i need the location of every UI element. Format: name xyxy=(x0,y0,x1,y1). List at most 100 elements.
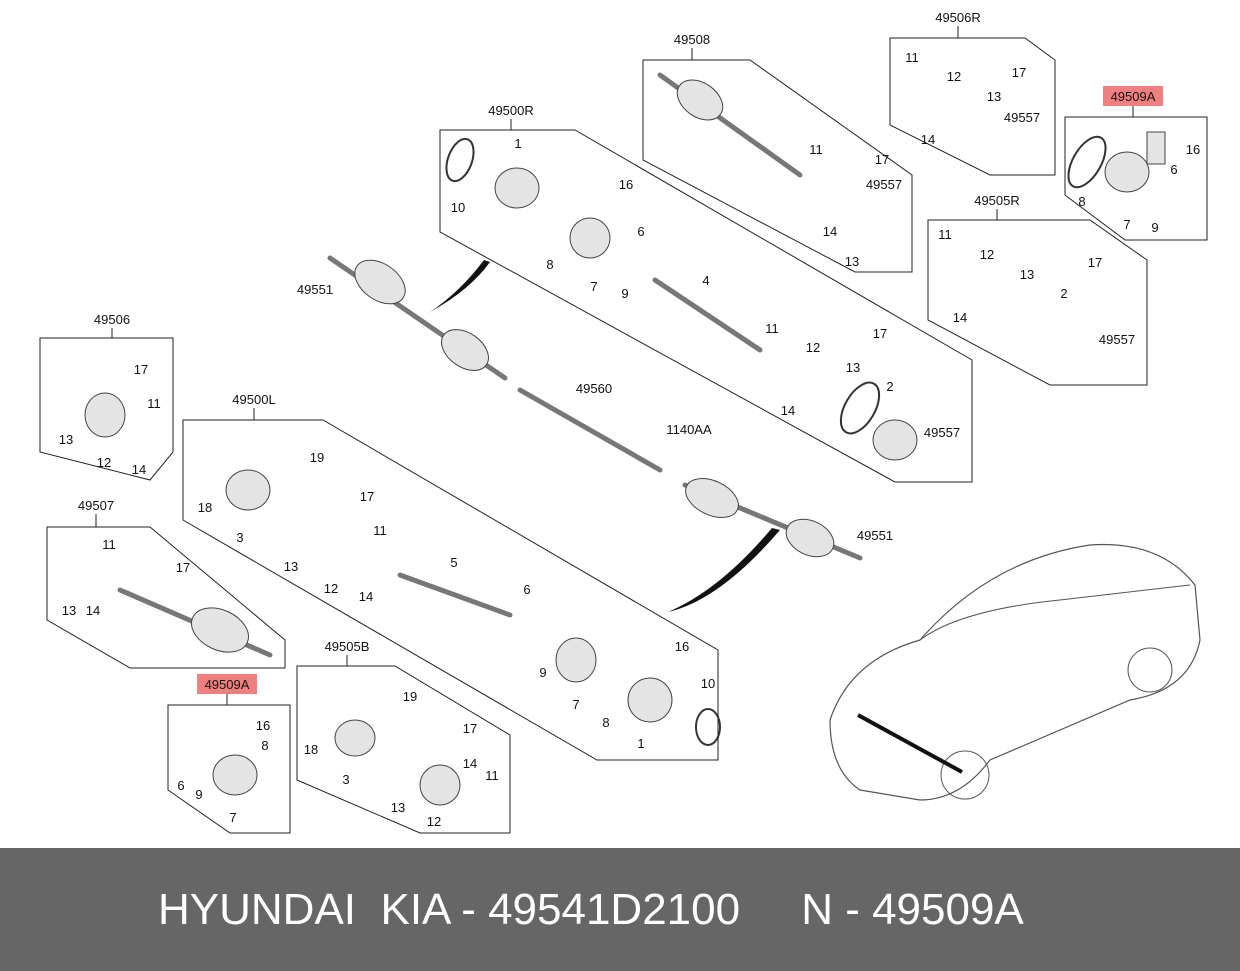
joint-2 xyxy=(872,419,918,461)
shaft-5 xyxy=(397,572,513,618)
group-box-49509A xyxy=(167,704,291,834)
callout-label: 6 xyxy=(177,778,184,793)
group-title: 49506R xyxy=(935,10,981,25)
ring-8 xyxy=(1067,135,1107,189)
pointer-arc xyxy=(668,528,780,612)
callout-label: 13 xyxy=(1020,267,1034,282)
callout-label: 12 xyxy=(324,581,338,596)
vehicle-drive-shaft-highlight xyxy=(857,713,963,774)
boot-12 xyxy=(419,764,461,806)
pointer-arc xyxy=(430,260,490,312)
callout-label: 2 xyxy=(1060,286,1067,301)
callout-label: 17 xyxy=(1088,255,1102,270)
highlight-badge xyxy=(1103,86,1163,106)
joint-1 xyxy=(494,167,540,209)
callout-label: 9 xyxy=(1151,220,1158,235)
part-label: 49551 xyxy=(857,528,893,543)
callout-label: 11 xyxy=(102,537,116,552)
callout-label: 13 xyxy=(59,432,73,447)
callout-label: 1 xyxy=(514,136,521,151)
group-boxes xyxy=(39,26,1208,834)
ring-10 xyxy=(445,137,475,183)
callout-label: 18 xyxy=(198,500,212,515)
group-title: 49509A xyxy=(205,677,250,692)
callout-label: 19 xyxy=(403,689,417,704)
callout-label: 49557 xyxy=(1099,332,1135,347)
callout-label: 7 xyxy=(229,810,236,825)
group-title: 49500L xyxy=(232,392,275,407)
group-title: 49500R xyxy=(488,103,534,118)
caption-band: HYUNDAI KIA - 49541D2100 N - 49509A xyxy=(0,848,1240,971)
highlight-badge xyxy=(197,674,257,694)
callout-label: 8 xyxy=(546,257,553,272)
callout-label: 10 xyxy=(701,676,715,691)
callout-label: 12 xyxy=(947,69,961,84)
part-label: 49551 xyxy=(297,282,333,297)
callout-label: 13 xyxy=(391,800,405,815)
callout-label: 12 xyxy=(980,247,994,262)
boot-7 xyxy=(1104,151,1150,193)
grease-16 xyxy=(1146,131,1166,165)
callout-label: 3 xyxy=(236,530,243,545)
callout-label: 13 xyxy=(987,89,1001,104)
group-box-49505B xyxy=(296,665,511,834)
callout-label: 4 xyxy=(702,273,709,288)
callout-label: 11 xyxy=(485,768,499,783)
boot-7 xyxy=(569,217,611,259)
callout-label: 12 xyxy=(806,340,820,355)
group-title: 49507 xyxy=(78,498,114,513)
callout-label: 7 xyxy=(572,697,579,712)
ring-10 xyxy=(695,708,721,746)
callout-label: 11 xyxy=(147,396,161,411)
group-box-49507 xyxy=(46,526,286,669)
callout-label: 16 xyxy=(256,718,270,733)
callout-label: 7 xyxy=(590,279,597,294)
callout-label: 49557 xyxy=(866,177,902,192)
callout-label: 6 xyxy=(1170,162,1177,177)
vehicle-wheel xyxy=(1127,647,1173,693)
group-box-49506 xyxy=(39,337,174,481)
callout-label: 6 xyxy=(523,582,530,597)
group-box-49508 xyxy=(642,59,913,273)
callout-label: 14 xyxy=(359,589,373,604)
callout-label: 17 xyxy=(360,489,374,504)
outer-joint-boot xyxy=(354,259,406,305)
callout-label: 9 xyxy=(621,286,628,301)
callout-label: 2 xyxy=(886,379,893,394)
part-number-caption: HYUNDAI KIA - 49541D2100 N - 49509A xyxy=(158,885,1024,934)
callout-label: 14 xyxy=(921,132,935,147)
callout-label: 11 xyxy=(373,523,387,538)
callout-label: 1 xyxy=(637,736,644,751)
callout-label: 13 xyxy=(845,254,859,269)
callout-label: 49557 xyxy=(1004,110,1040,125)
callout-label: 16 xyxy=(675,639,689,654)
joint-3 xyxy=(225,469,271,511)
vehicle-outline xyxy=(829,543,1201,801)
callout-label: 17 xyxy=(176,560,190,575)
group-box-49506R xyxy=(889,37,1056,176)
group-title: 49508 xyxy=(674,32,710,47)
callout-label: 8 xyxy=(1078,194,1085,209)
callout-label: 16 xyxy=(1186,142,1200,157)
callout-label: 13 xyxy=(62,603,76,618)
group-box-49500R xyxy=(439,129,973,483)
group-title: 49506 xyxy=(94,312,130,327)
part-label: 1140AA xyxy=(666,422,712,437)
callout-label: 49557 xyxy=(924,425,960,440)
callout-label: 17 xyxy=(134,362,148,377)
callout-label: 13 xyxy=(846,360,860,375)
inner-joint xyxy=(685,478,739,518)
callout-label: 11 xyxy=(809,142,823,157)
joint-1 xyxy=(627,677,673,723)
callout-label: 19 xyxy=(310,450,324,465)
callout-label: 14 xyxy=(463,756,477,771)
boot-12 xyxy=(84,392,126,438)
part-label: 49560 xyxy=(576,381,612,396)
callout-label: 11 xyxy=(905,50,919,65)
group-box-49500L xyxy=(182,419,719,761)
callout-label: 14 xyxy=(781,403,795,418)
callout-label: 18 xyxy=(304,742,318,757)
callout-label: 8 xyxy=(602,715,609,730)
